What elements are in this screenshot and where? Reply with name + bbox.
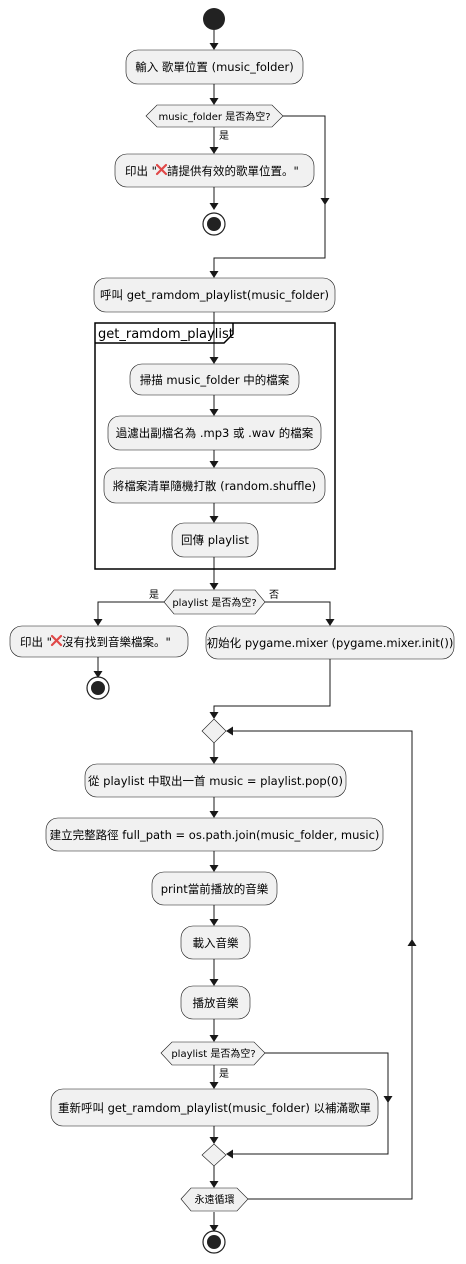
print-invalid-folder-prefix: 印出 " [125, 164, 157, 178]
merge-diamond-2 [201, 1143, 227, 1167]
yes-label-2: 是 [149, 589, 159, 601]
print-invalid-folder-label: 請提供有效的歌單位置。" [167, 164, 299, 178]
yes-label-3: 是 [219, 1068, 229, 1080]
return-playlist-action: 回傳 playlist [171, 522, 259, 558]
end-node-3 [202, 1230, 226, 1254]
init-mixer-action: 初始化 pygame.mixer (pygame.mixer.init()) [205, 625, 455, 660]
print-no-music-action: 印出 " 沒有找到音樂檔案。" [9, 625, 189, 658]
get-playlist-partition: get_ramdom_playlist [94, 322, 336, 570]
play-music-action: 播放音樂 [180, 985, 251, 1020]
print-current-action: print當前播放的音樂 [151, 871, 278, 906]
start-node [203, 8, 225, 30]
refill-playlist-label: 重新呼叫 get_ramdom_playlist(music_folder) 以… [58, 1101, 371, 1115]
cross-mark-icon [50, 634, 63, 647]
print-invalid-folder-action: 印出 " 請提供有效的歌單位置。" [114, 153, 315, 188]
filter-extension-label: 過濾出副檔名為 .mp3 或 .wav 的檔案 [116, 426, 314, 440]
end-node-2 [86, 676, 110, 700]
load-music-label: 載入音樂 [193, 936, 239, 950]
edges [93, 30, 417, 1232]
end-node-1 [202, 212, 226, 236]
input-folder-label: 輸入 歌單位置 (music_folder) [135, 60, 293, 74]
loop-forever-condition: 永遠循環 [180, 1187, 249, 1212]
folder-empty-decision: music_folder 是否為空? [145, 104, 284, 128]
load-music-action: 載入音樂 [180, 925, 251, 960]
refill-playlist-action: 重新呼叫 get_ramdom_playlist(music_folder) 以… [50, 1088, 379, 1127]
playlist-empty-decision-2-label: playlist 是否為空? [171, 1047, 255, 1060]
scan-files-action: 掃描 music_folder 中的檔案 [129, 363, 300, 396]
partition-title: get_ramdom_playlist [98, 327, 234, 342]
build-path-label: 建立完整路徑 full_path = os.path.join(music_fo… [50, 828, 380, 842]
yes-label-1: 是 [219, 130, 229, 142]
return-playlist-label: 回傳 playlist [181, 533, 249, 547]
init-mixer-label: 初始化 pygame.mixer (pygame.mixer.init()) [207, 636, 454, 650]
print-no-music-prefix: 印出 " [20, 635, 52, 649]
print-current-label: print當前播放的音樂 [161, 882, 269, 896]
play-music-label: 播放音樂 [193, 996, 239, 1010]
filter-extension-action: 過濾出副檔名為 .mp3 或 .wav 的檔案 [107, 415, 322, 451]
call-get-playlist-action: 呼叫 get_ramdom_playlist(music_folder) [93, 277, 336, 313]
loop-forever-label: 永遠循環 [195, 1193, 235, 1206]
build-path-action: 建立完整路徑 full_path = os.path.join(music_fo… [45, 817, 384, 852]
loop-merge-diamond [201, 718, 227, 744]
scan-files-label: 掃描 music_folder 中的檔案 [140, 373, 290, 387]
no-label-2: 否 [269, 589, 279, 601]
playlist-empty-decision-2: playlist 是否為空? [160, 1041, 266, 1066]
playlist-empty-decision: playlist 是否為空? [163, 589, 266, 615]
playlist-empty-decision-label: playlist 是否為空? [172, 596, 256, 609]
call-get-playlist-label: 呼叫 get_ramdom_playlist(music_folder) [100, 288, 329, 302]
pop-music-action: 從 playlist 中取出一首 music = playlist.pop(0) [84, 763, 347, 798]
shuffle-label: 將檔案清單隨機打散 (random.shuffle) [113, 479, 316, 493]
cross-mark-icon [155, 163, 168, 176]
pop-music-label: 從 playlist 中取出一首 music = playlist.pop(0) [88, 774, 343, 788]
folder-empty-decision-label: music_folder 是否為空? [158, 110, 270, 123]
print-no-music-label: 沒有找到音樂檔案。" [62, 635, 171, 649]
shuffle-action: 將檔案清單隨機打散 (random.shuffle) [103, 467, 326, 504]
input-folder-action: 輸入 歌單位置 (music_folder) [125, 49, 304, 85]
